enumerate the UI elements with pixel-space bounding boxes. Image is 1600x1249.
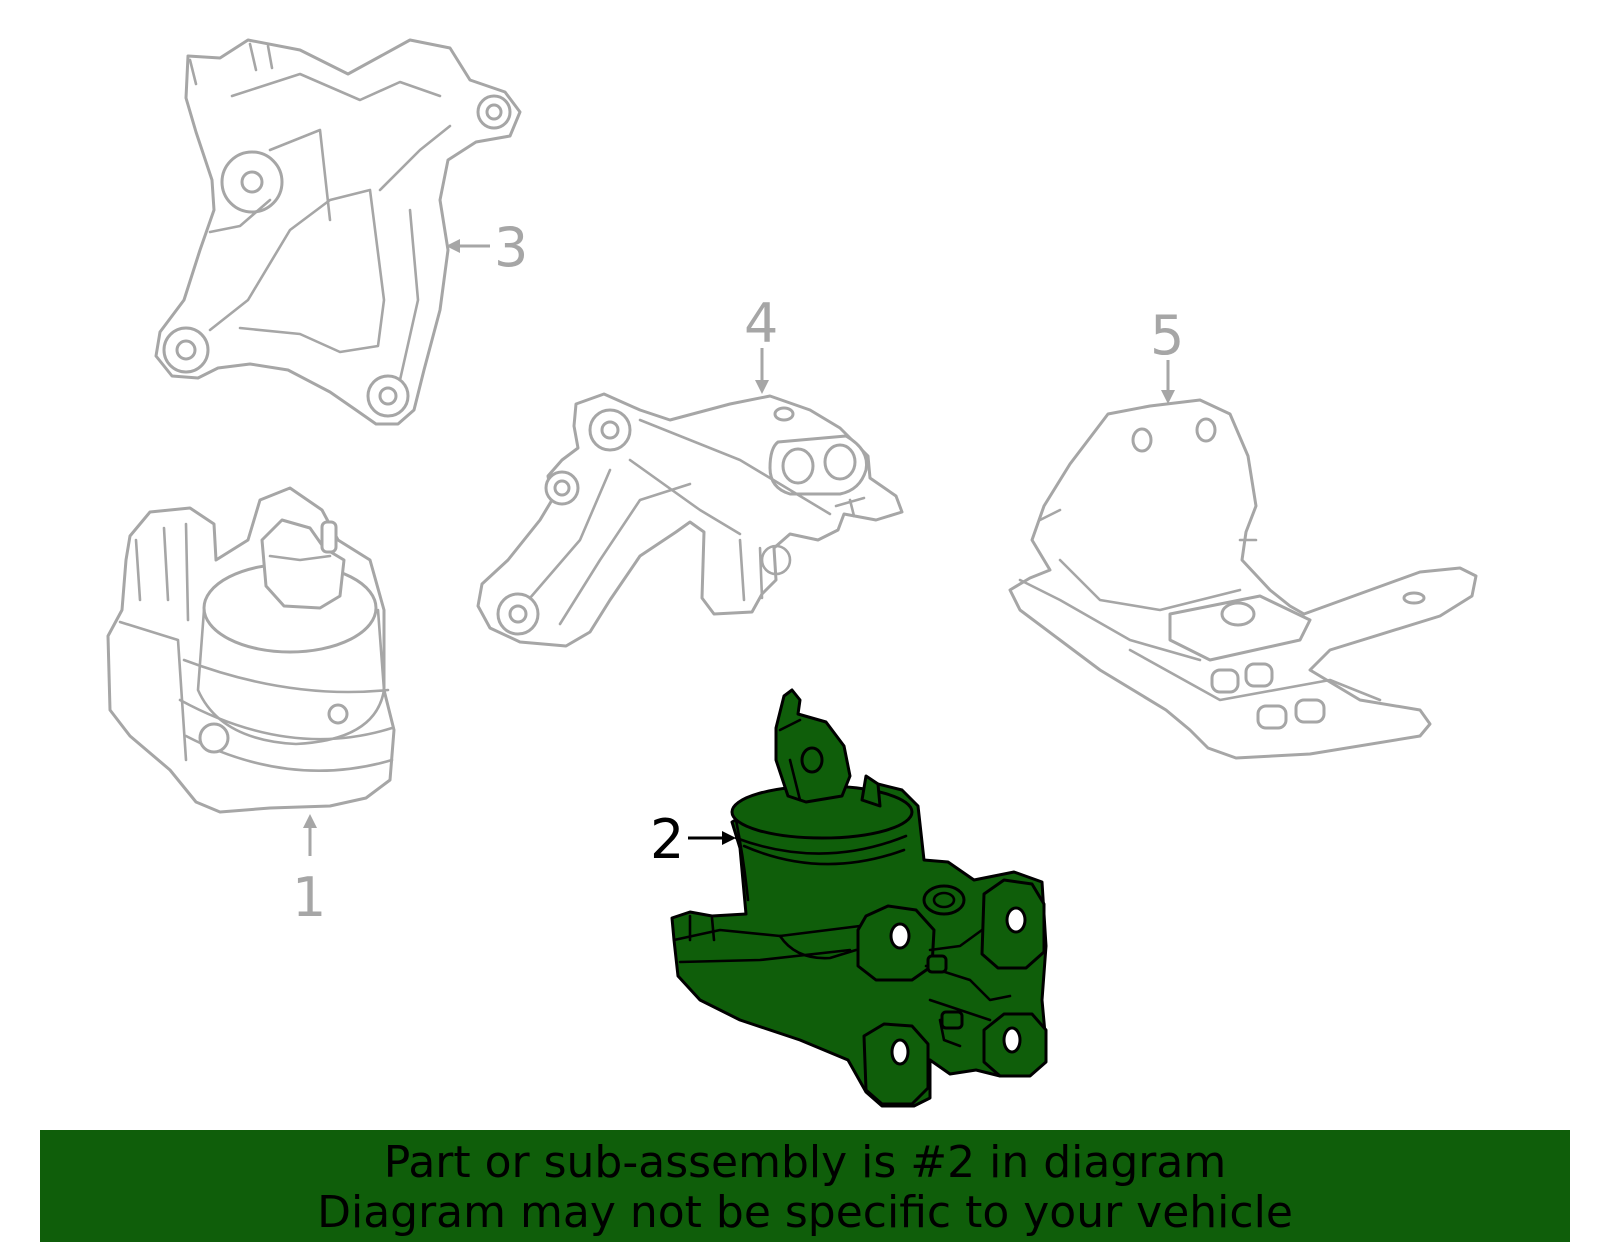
part-4-bracket[interactable] <box>476 392 904 648</box>
part-1-mount[interactable] <box>106 486 396 814</box>
callout-1-number: 1 <box>292 866 326 929</box>
callout-4: 4 <box>744 292 778 394</box>
callout-2-number: 2 <box>650 808 684 871</box>
callout-5-number: 5 <box>1150 304 1184 367</box>
parts-diagram: 3 1 <box>106 38 1478 1108</box>
callout-2: 2 <box>650 808 736 871</box>
banner-line-2: Diagram may not be specific to your vehi… <box>317 1187 1293 1238</box>
part-3-bracket[interactable] <box>154 38 522 426</box>
info-banner: Part or sub-assembly is #2 in diagram Di… <box>40 1130 1570 1242</box>
banner-line-1: Part or sub-assembly is #2 in diagram <box>383 1137 1227 1188</box>
callout-3: 3 <box>446 216 528 279</box>
callout-1: 1 <box>292 814 326 929</box>
part-2-mount[interactable] <box>670 688 1048 1108</box>
part-5-bracket[interactable] <box>1008 398 1478 760</box>
callout-3-number: 3 <box>494 216 528 279</box>
callout-5: 5 <box>1150 304 1184 404</box>
callout-4-number: 4 <box>744 292 778 355</box>
